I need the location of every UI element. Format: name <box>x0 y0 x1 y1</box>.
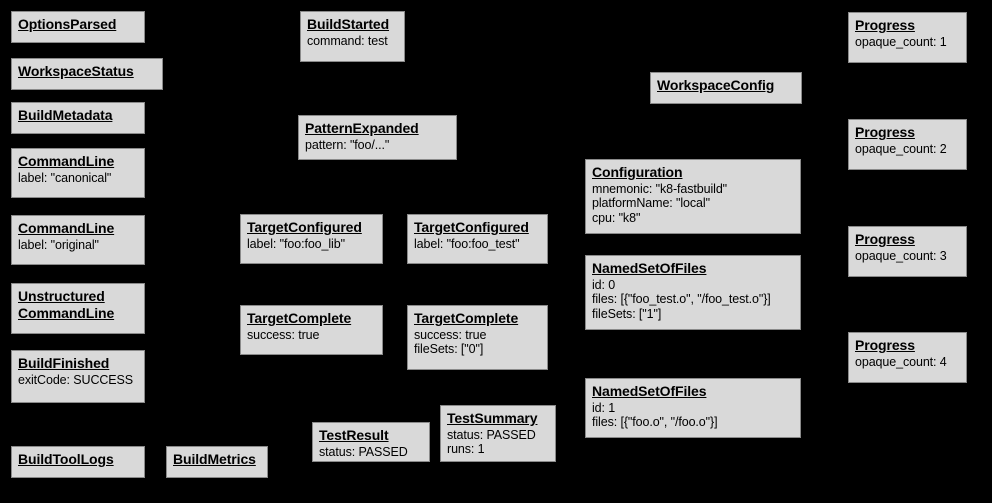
node-fields: label: "foo:foo_test" <box>414 237 542 252</box>
node-fields: opaque_count: 4 <box>855 355 961 370</box>
node-fields: pattern: "foo/..." <box>305 138 451 153</box>
node-title: BuildToolLogs <box>18 451 114 467</box>
node-field: fileSets: ["0"] <box>414 342 484 357</box>
node-options-parsed[interactable]: OptionsParsed <box>11 11 145 43</box>
node-title: Progress <box>855 124 915 140</box>
node-field: fileSets: ["1"] <box>592 307 662 322</box>
node-field: mnemonic: "k8-fastbuild" <box>592 181 728 196</box>
node-title: CommandLine <box>18 153 115 169</box>
node-field: success: true <box>247 327 320 342</box>
node-title: Configuration <box>592 164 683 180</box>
node-title: TestResult <box>319 427 389 443</box>
node-workspace-config[interactable]: WorkspaceConfig <box>650 72 802 104</box>
node-title: NamedSetOfFiles <box>592 383 707 399</box>
node-field: opaque_count: 1 <box>855 34 947 49</box>
node-title: Unstructured CommandLine <box>18 288 115 321</box>
node-field: opaque_count: 4 <box>855 354 947 369</box>
node-fields: opaque_count: 3 <box>855 249 961 264</box>
node-field: id: 0 <box>592 277 616 292</box>
node-fields: mnemonic: "k8-fastbuild"platformName: "l… <box>592 182 795 226</box>
node-field: pattern: "foo/..." <box>305 137 390 152</box>
node-title: Progress <box>855 337 915 353</box>
node-title: Progress <box>855 231 915 247</box>
node-title: BuildStarted <box>307 16 390 32</box>
node-title: OptionsParsed <box>18 16 117 32</box>
node-title: WorkspaceStatus <box>18 63 134 79</box>
node-fields: exitCode: SUCCESS <box>18 373 139 388</box>
node-build-metrics[interactable]: BuildMetrics <box>166 446 268 478</box>
node-fields: opaque_count: 2 <box>855 142 961 157</box>
node-field: label: "foo:foo_test" <box>414 236 520 251</box>
node-field: label: "foo:foo_lib" <box>247 236 345 251</box>
node-title: BuildFinished <box>18 355 110 371</box>
node-field: status: PASSED <box>319 444 408 459</box>
node-title: Progress <box>855 17 915 33</box>
node-fields: command: test <box>307 34 399 49</box>
node-title: TargetConfigured <box>247 219 362 235</box>
node-title: TargetConfigured <box>414 219 529 235</box>
node-title: TargetComplete <box>247 310 352 326</box>
node-fields: status: PASSED <box>319 445 424 460</box>
node-field: exitCode: SUCCESS <box>18 372 134 387</box>
node-fields: label: "foo:foo_lib" <box>247 237 377 252</box>
node-fields: label: "original" <box>18 238 139 253</box>
node-field: status: PASSED <box>447 427 536 442</box>
node-title: PatternExpanded <box>305 120 419 136</box>
node-build-metadata[interactable]: BuildMetadata <box>11 102 145 134</box>
node-field: runs: 1 <box>447 442 485 457</box>
node-title: WorkspaceConfig <box>657 77 775 93</box>
node-title: BuildMetrics <box>173 451 256 467</box>
node-workspace-status[interactable]: WorkspaceStatus <box>11 58 163 90</box>
node-unstructured-command-line[interactable]: Unstructured CommandLine <box>11 283 145 334</box>
node-field: command: test <box>307 33 388 48</box>
node-field: id: 1 <box>592 400 616 415</box>
node-field: files: [{"foo.o", "/foo.o"}] <box>592 415 718 430</box>
node-build-tool-logs[interactable]: BuildToolLogs <box>11 446 145 478</box>
node-fields: opaque_count: 1 <box>855 35 961 50</box>
node-field: label: "original" <box>18 237 99 252</box>
node-title: NamedSetOfFiles <box>592 260 707 276</box>
node-field: cpu: "k8" <box>592 211 641 226</box>
node-field: files: [{"foo_test.o", "/foo_test.o"}] <box>592 292 771 307</box>
node-title: CommandLine <box>18 220 115 236</box>
node-title: TargetComplete <box>414 310 519 326</box>
node-field: opaque_count: 3 <box>855 248 947 263</box>
node-field: opaque_count: 2 <box>855 141 947 156</box>
node-title: BuildMetadata <box>18 107 113 123</box>
node-field: platformName: "local" <box>592 196 710 211</box>
node-field: label: "canonical" <box>18 170 112 185</box>
node-field: success: true <box>414 327 487 342</box>
node-title: TestSummary <box>447 410 538 426</box>
node-fields: success: true <box>247 328 377 343</box>
node-fields: label: "canonical" <box>18 171 139 186</box>
